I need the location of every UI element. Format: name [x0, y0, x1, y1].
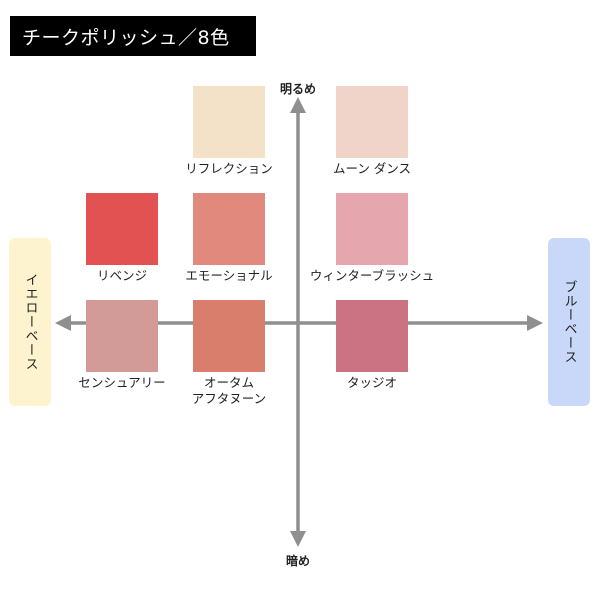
swatch-label-line: オータム: [203, 375, 254, 390]
axis-label-bright: 明るめ: [279, 82, 317, 96]
swatch-label-line: ウィンターブラッシュ: [309, 268, 435, 283]
swatch-label-tadjio: タッジオ: [297, 375, 447, 391]
blue-base-badge: ブルーベース: [548, 238, 590, 406]
swatch-sensual: [86, 300, 158, 372]
swatch-label-emotional: エモーショナル: [154, 268, 304, 284]
swatch-label-line: リベンジ: [96, 268, 147, 283]
swatch-label-line: アフタヌーン: [191, 391, 267, 406]
page-title: チークポリッシュ／8色: [10, 16, 256, 56]
swatch-tadjio: [336, 300, 408, 372]
arrow-down-icon: [290, 531, 306, 547]
swatch-reflection: [193, 86, 265, 158]
page-title-text: チークポリッシュ／8色: [22, 26, 230, 49]
axis-label-dark: 暗め: [285, 554, 311, 568]
swatch-revenge: [86, 193, 158, 265]
arrow-right-icon: [527, 315, 543, 331]
swatch-label-reflection: リフレクション: [154, 161, 304, 177]
swatch-winter-blush: [336, 193, 408, 265]
swatch-autumn-afternoon: [193, 300, 265, 372]
swatch-label-line: タッジオ: [346, 375, 397, 390]
swatch-label-revenge: リベンジ: [47, 268, 197, 284]
swatch-label-line: ムーン ダンス: [332, 161, 412, 176]
swatch-label-moon-dance: ムーン ダンス: [297, 161, 447, 177]
swatch-label-sensual: センシュアリー: [47, 375, 197, 391]
swatch-label-line: センシュアリー: [78, 375, 166, 390]
yellow-base-badge: イエローベース: [9, 238, 51, 406]
swatch-moon-dance: [336, 86, 408, 158]
arrow-left-icon: [55, 315, 71, 331]
yellow-base-label: イエローベース: [22, 273, 38, 371]
swatch-label-line: エモーショナル: [185, 268, 273, 283]
swatch-label-autumn-afternoon: オータムアフタヌーン: [154, 375, 304, 407]
swatch-label-line: リフレクション: [185, 161, 273, 176]
blue-base-label: ブルーベース: [561, 280, 577, 364]
arrow-up-icon: [290, 97, 306, 113]
swatch-emotional: [193, 193, 265, 265]
swatch-label-winter-blush: ウィンターブラッシュ: [297, 268, 447, 284]
